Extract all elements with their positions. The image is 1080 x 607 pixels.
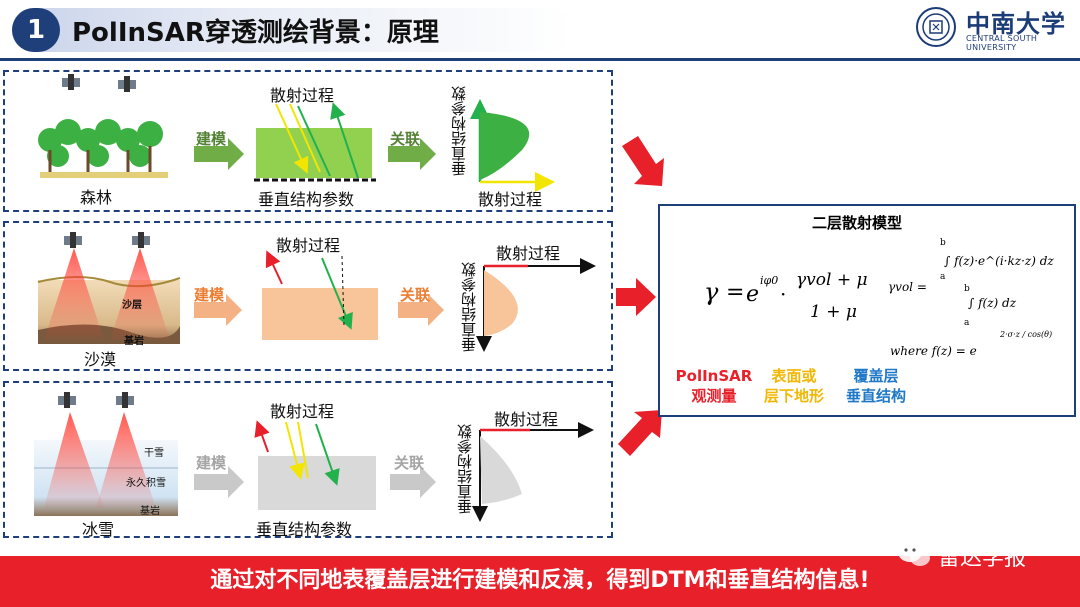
snow-link-arrow: [390, 466, 436, 498]
eq-gamma: γ: [704, 278, 719, 306]
university-logo-subtitle: CENTRAL SOUTH UNIVERSITY: [966, 34, 1038, 52]
section-number-badge: 1: [12, 8, 60, 52]
forest-panel: [3, 70, 613, 212]
title-bar: [12, 8, 572, 52]
eq-denominator: 1 + μ: [810, 302, 857, 322]
desert-scene-illustration: [37, 232, 181, 344]
snow-link-label: 关联: [394, 454, 425, 472]
desert-link-arrow: [398, 294, 444, 326]
satellite-icon: [118, 76, 136, 92]
header-divider: [0, 58, 1080, 61]
snow-model-arrow: [194, 466, 244, 498]
university-seal-icon: [916, 7, 956, 47]
eq-numerator: γvol + μ: [796, 270, 868, 290]
eq-int-upper-1: b: [940, 238, 946, 248]
banner-text: 通过对不同地表覆盖层进行建模和反演，得到DTM和垂直结构信息!: [210, 568, 870, 593]
caption-polinsar-line2: 观测量: [691, 387, 737, 405]
eq-where: where f(z) = e: [890, 344, 977, 358]
snow-axis-y-label: 垂直结构参数: [456, 424, 474, 514]
snow-panel: [3, 381, 613, 538]
forest-layer-label: 垂直结构参数: [258, 190, 355, 209]
desert-model-arrow: [194, 294, 242, 326]
satellite-icon: [132, 232, 150, 248]
satellite-icon: [62, 74, 80, 90]
desert-link-label: 关联: [400, 286, 431, 304]
snow-scene-label: 冰雪: [82, 520, 115, 539]
desert-axis-y-label: 垂直结构参数: [460, 262, 478, 352]
eq-where-exponent: 2·σ·z / cos(θ): [1000, 330, 1053, 339]
page-title: PolInSAR穿透测绘背景：原理: [72, 18, 439, 48]
desert-axis-x-label: 散射过程: [496, 244, 561, 263]
forest-vertical-layer: [256, 128, 372, 178]
forest-model-label: 建模: [196, 130, 227, 148]
caption-polinsar: PolInSAR 观测量: [672, 366, 756, 406]
permanent-snow-label: 永久积雪: [126, 478, 166, 489]
snow-layer-label: 垂直结构参数: [256, 520, 353, 539]
satellite-icon: [116, 392, 134, 408]
desert-bedrock-label: 基岩: [124, 336, 144, 347]
eq-exponential: e: [746, 282, 760, 307]
caption-surface-line1: 表面或: [771, 367, 817, 385]
forest-model-arrow: [194, 138, 244, 170]
two-layer-model-box: [658, 204, 1076, 417]
arrow-desert-to-model: [616, 278, 656, 316]
forest-scatter-label: 散射过程: [270, 86, 335, 105]
eq-volume-denominator: ∫ f(z) dz: [968, 296, 1017, 310]
desert-vertical-layer: [262, 288, 378, 340]
forest-scene-illustration: [38, 74, 168, 178]
forest-link-label: 关联: [390, 130, 421, 148]
forest-scene-label: 森林: [80, 188, 113, 207]
arrow-forest-to-model: [622, 136, 664, 186]
satellite-icon: [64, 232, 82, 248]
sand-layer-label: 沙层: [122, 300, 142, 311]
snow-scene-illustration: [34, 392, 178, 516]
eq-dot: ·: [780, 282, 787, 306]
desert-scatter-label: 散射过程: [276, 236, 341, 255]
desert-model-label: 建模: [194, 286, 225, 304]
forest-axis-y-label: 垂直结构参数: [450, 86, 468, 176]
snow-axis-x-label: 散射过程: [494, 410, 559, 429]
eq-volume-numerator: ∫ f(z)·e^(i·kz·z) dz: [944, 254, 1054, 268]
wechat-icon: [898, 542, 930, 566]
university-logo-name: 中南大学: [966, 9, 1066, 38]
snow-scatter-label: 散射过程: [270, 402, 335, 421]
bottom-banner: [0, 556, 1080, 607]
arrow-snow-to-model: [618, 410, 662, 456]
caption-cover-line1: 覆盖层: [853, 367, 899, 385]
caption-surface-line2: 层下地形: [763, 387, 824, 405]
wechat-account-label: 雷达学报: [938, 546, 1027, 571]
forest-axis-x-label: 散射过程: [478, 190, 543, 209]
caption-cover: 覆盖层 垂直结构: [832, 366, 920, 406]
caption-cover-line2: 垂直结构: [845, 387, 906, 405]
eq-volume-lhs: γvol =: [888, 280, 927, 294]
dry-snow-label: 干雪: [144, 448, 164, 459]
eq-phase: iφ0: [760, 274, 779, 287]
eq-int-upper-2: b: [964, 284, 970, 294]
snow-vertical-layer: [258, 456, 376, 510]
satellite-icon: [58, 392, 76, 408]
caption-surface: 表面或 层下地形: [752, 366, 836, 406]
eq-int-lower-2: a: [964, 318, 970, 328]
snow-bedrock-label: 基岩: [140, 506, 160, 517]
forest-link-arrow: [388, 138, 436, 170]
desert-scene-label: 沙漠: [84, 350, 117, 369]
model-title: 二层散射模型: [812, 214, 903, 232]
eq-equals: =: [726, 280, 745, 305]
eq-int-lower-1: a: [940, 272, 946, 282]
snow-model-label: 建模: [196, 454, 227, 472]
desert-panel: [3, 221, 613, 371]
caption-polinsar-line1: PolInSAR: [675, 367, 753, 385]
